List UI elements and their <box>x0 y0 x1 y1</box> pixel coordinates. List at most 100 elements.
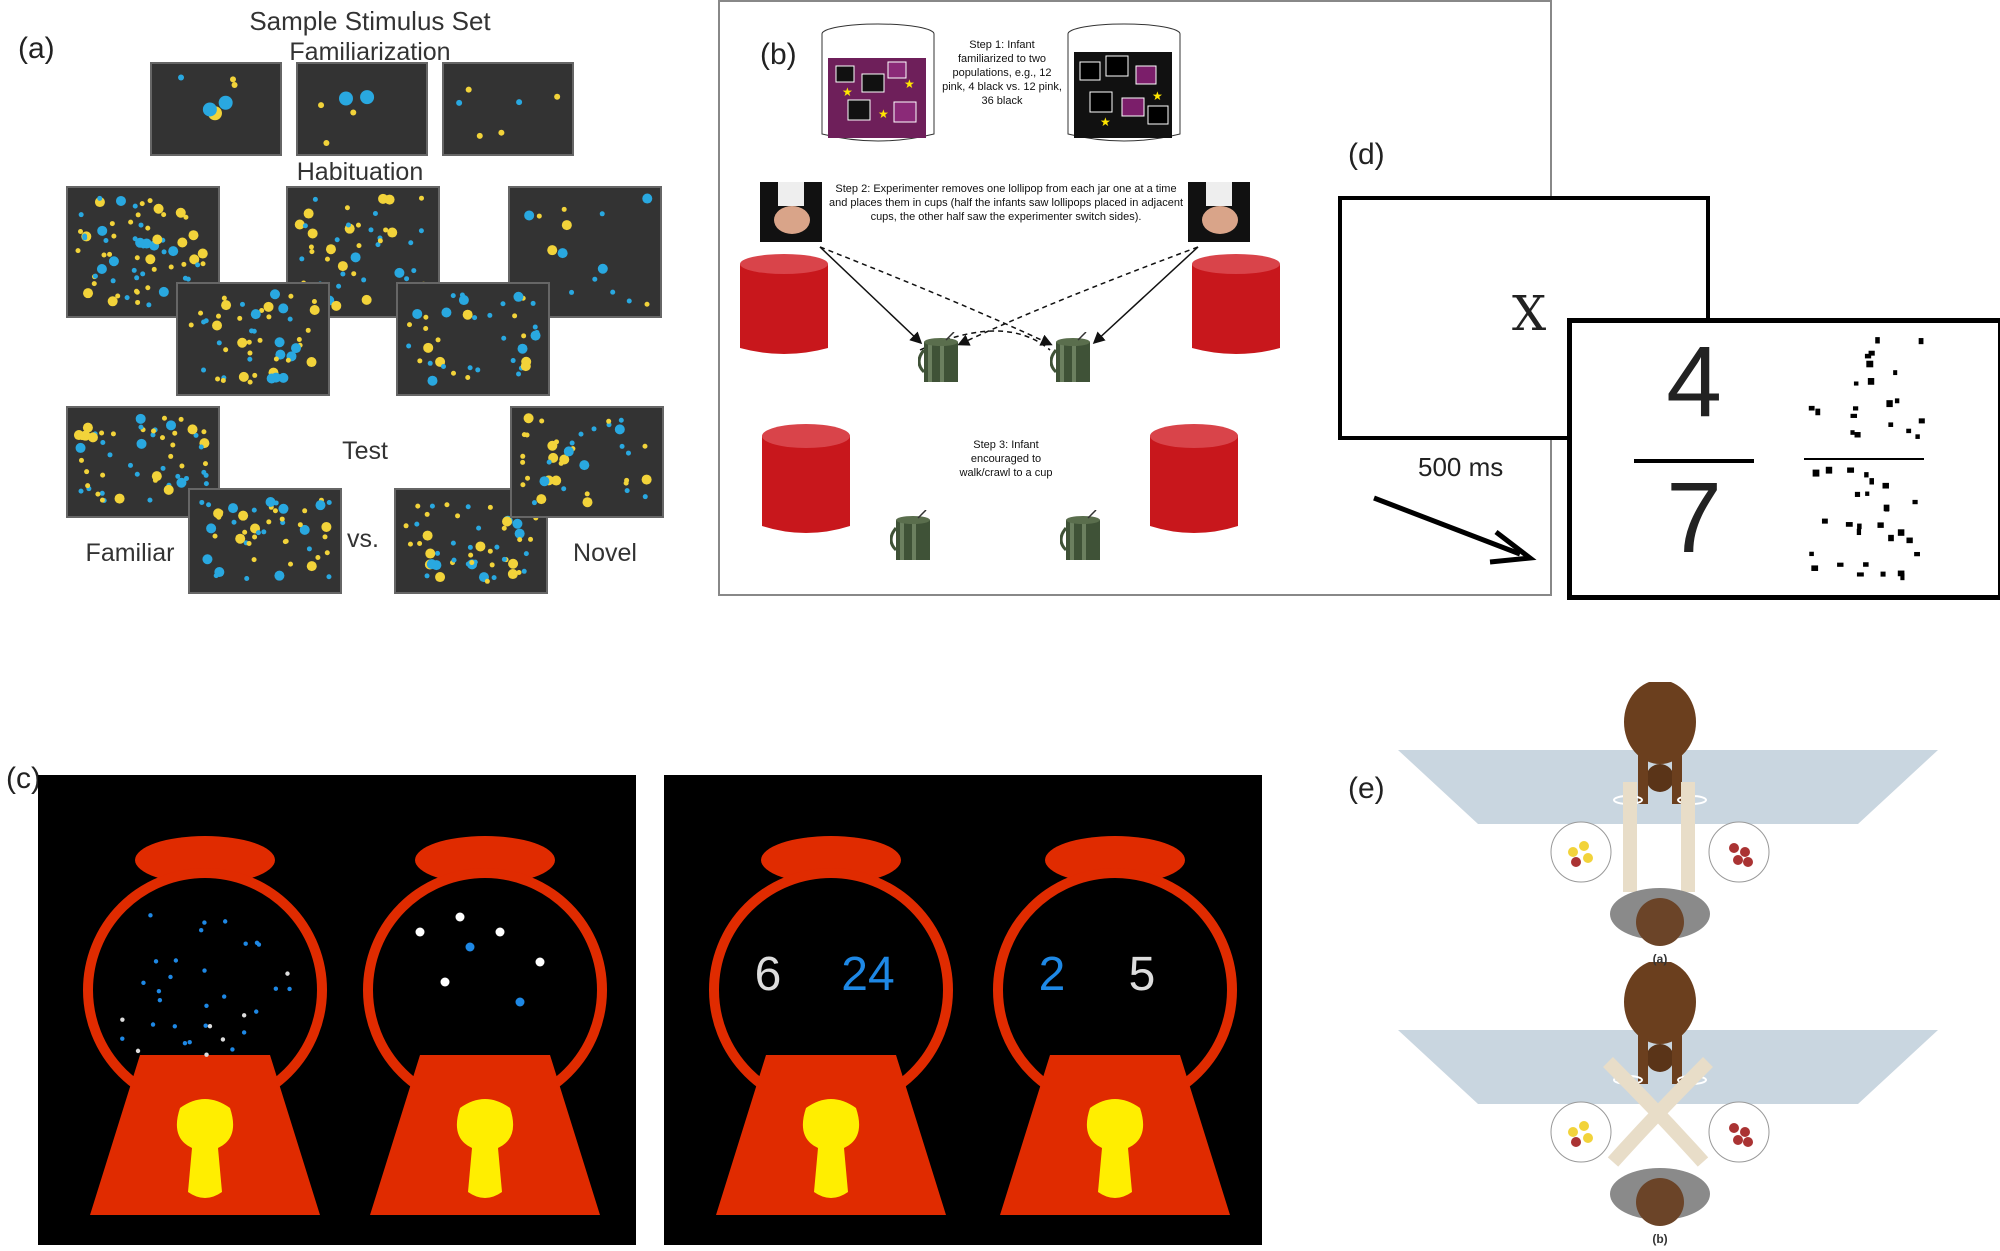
stimulus-dot <box>520 459 526 465</box>
stimulus-dot <box>423 326 429 332</box>
stimulus-dot <box>151 428 157 434</box>
fraction-dot <box>1808 405 1815 411</box>
stimulus-dot <box>94 197 105 208</box>
stimulus-dot <box>183 475 189 481</box>
stimulus-dot <box>202 461 208 467</box>
stimulus-dot <box>321 521 332 532</box>
stimulus-dot <box>361 277 367 283</box>
gumball-dot <box>287 986 292 992</box>
fraction-dot <box>1897 529 1905 536</box>
stimulus-dot <box>582 497 593 508</box>
stimulus-dot <box>350 109 357 116</box>
stimulus-dot <box>131 267 137 273</box>
stimulus-dot <box>312 196 318 202</box>
stimulus-dot <box>372 210 378 216</box>
stimulus-dot <box>561 220 572 231</box>
stimulus-dot <box>216 514 222 520</box>
stimulus-dot <box>523 413 534 424</box>
svg-text:★: ★ <box>1152 89 1163 103</box>
fraction-screen: 4 7 <box>1567 318 2000 600</box>
stimulus-dot <box>107 296 118 307</box>
fam-stimulus-box <box>296 62 428 156</box>
stimulus-dot <box>618 417 624 423</box>
stimulus-dot <box>642 494 648 500</box>
stimulus-dot <box>203 481 209 487</box>
stimulus-dot <box>315 555 321 561</box>
svg-text:★: ★ <box>842 85 853 99</box>
stimulus-dot <box>266 373 277 384</box>
stimulus-dot <box>444 502 450 508</box>
stimulus-dot <box>145 225 151 231</box>
gumball-dot <box>202 920 207 925</box>
stimulus-dot <box>212 533 218 539</box>
stimulus-dot <box>168 453 174 459</box>
stimulus-dot <box>283 538 289 544</box>
stimulus-dot <box>584 491 590 497</box>
stimulus-dot <box>484 578 490 584</box>
stimulus-dot <box>83 288 94 299</box>
fraction-dot <box>1906 428 1912 434</box>
gumball-dot <box>495 927 505 937</box>
stimulus-dot <box>429 503 435 509</box>
stimulus-dot <box>338 91 353 106</box>
gumball-dot <box>515 997 525 1007</box>
stimulus-dot <box>554 439 560 445</box>
stimulus-dot <box>458 295 469 306</box>
stimulus-dot <box>309 304 320 315</box>
stimulus-dot <box>424 511 430 517</box>
fraction-dot <box>1882 482 1889 489</box>
hab-stimulus-box <box>66 186 220 318</box>
fraction-dot <box>1900 573 1905 581</box>
monkey-icon <box>1624 682 1696 764</box>
stimulus-dot <box>215 313 221 319</box>
stimulus-dot <box>246 339 252 345</box>
gumball-dot <box>204 1052 209 1057</box>
stimulus-dot <box>599 211 605 217</box>
stimulus-dot <box>619 443 625 449</box>
dot-fraction-display <box>1804 337 1925 581</box>
stimulus-dot <box>239 301 245 307</box>
gumball-number-right: 24 <box>841 948 894 1001</box>
gumball-dot <box>202 968 207 973</box>
stimulus-dot <box>203 318 209 324</box>
stimulus-dot <box>450 293 456 299</box>
stimulus-dot <box>422 530 433 541</box>
panel-a-label: (a) <box>18 32 55 65</box>
stimulus-dot <box>502 516 513 527</box>
fraction-dot <box>1809 551 1814 557</box>
stimulus-dot <box>159 435 165 441</box>
fraction-dot <box>1888 422 1894 427</box>
fraction-bar <box>1634 459 1754 463</box>
stimulus-dot <box>501 525 507 531</box>
stimulus-dot <box>546 459 552 465</box>
stimulus-dot <box>387 227 398 238</box>
sub-label-a: (a) <box>1652 952 1668 966</box>
fraction-dot <box>1850 430 1855 435</box>
stimulus-dot <box>469 560 475 566</box>
stimulus-dot <box>197 248 208 259</box>
stimulus-dot <box>238 371 249 382</box>
stimulus-dot <box>407 541 413 547</box>
gumball-dot <box>220 1037 226 1042</box>
fraction-dot <box>1875 337 1880 344</box>
stimulus-dot <box>407 322 413 328</box>
cup-icon <box>1050 332 1090 382</box>
stimulus-dot <box>261 529 267 535</box>
stimulus-dot <box>425 548 436 559</box>
stimulus-dot <box>642 443 648 449</box>
stimulus-dot <box>641 474 652 485</box>
stimulus-dot <box>494 544 500 550</box>
stimulus-dot <box>274 337 285 348</box>
stimulus-dot <box>179 463 185 469</box>
stimulus-dot <box>326 500 332 506</box>
fraction-dot <box>1812 469 1820 477</box>
stimulus-dot <box>516 99 523 106</box>
stimulus-dot <box>134 471 140 477</box>
stimulus-dot <box>415 503 421 509</box>
stimulus-dot <box>168 246 179 257</box>
stimulus-dot <box>324 550 330 556</box>
stimulus-dot <box>161 249 167 255</box>
stimulus-dot <box>528 536 534 542</box>
stimulus-dot <box>530 330 541 341</box>
gumball-dot <box>440 977 450 987</box>
